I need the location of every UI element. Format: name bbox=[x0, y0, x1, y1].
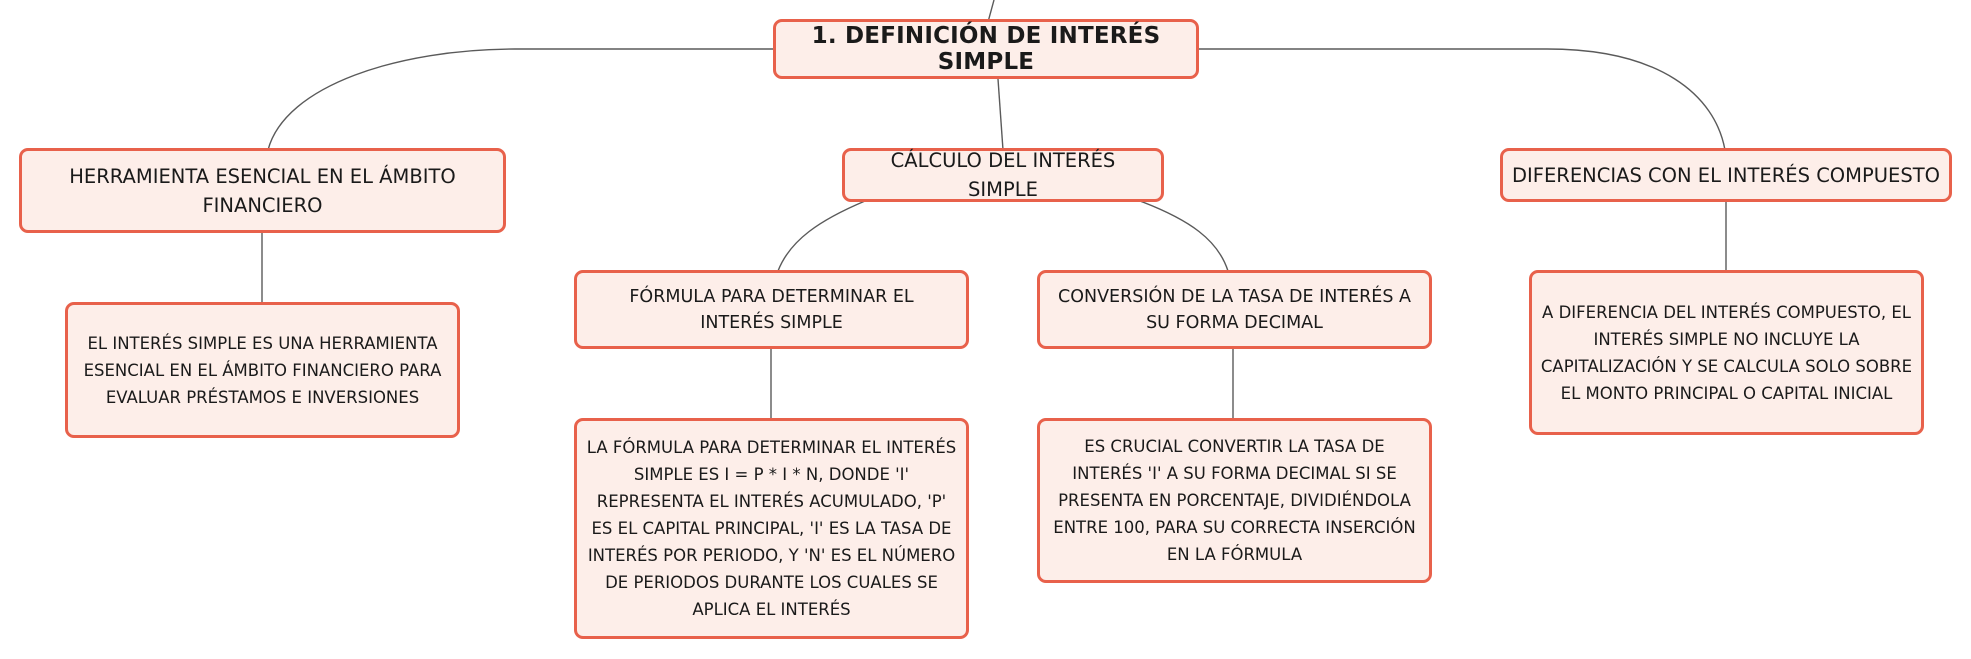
connector-branch-2-conversion bbox=[1139, 200, 1229, 272]
branch-label-calculo: CÁLCULO DEL INTERÉS SIMPLE bbox=[890, 149, 1116, 201]
connector-root-branch-2 bbox=[997, 78, 1004, 151]
subtopic-label-formula: FÓRMULA PARA DETERMINAR EL INTERÉS SIMPL… bbox=[629, 286, 914, 333]
root-topic-label: 1. DEFINICIÓN DE INTERÉS SIMPLE bbox=[811, 23, 1161, 75]
root-topic-node[interactable]: 1. DEFINICIÓN DE INTERÉS SIMPLE bbox=[773, 19, 1199, 79]
connector-branch-2-formula bbox=[777, 200, 866, 272]
detail-node-herramienta[interactable]: EL INTERÉS SIMPLE ES UNA HERRAMIENTA ESE… bbox=[65, 302, 460, 438]
connector-root-branch-1 bbox=[267, 48, 775, 151]
detail-node-diferencias[interactable]: A DIFERENCIA DEL INTERÉS COMPUESTO, EL I… bbox=[1529, 270, 1924, 435]
connector-parent-root bbox=[987, 0, 995, 23]
branch-label-herramienta: HERRAMIENTA ESENCIAL EN EL ÁMBITO FINANC… bbox=[69, 164, 456, 217]
connector-root-branch-3 bbox=[1197, 48, 1726, 151]
detail-label-diferencias: A DIFERENCIA DEL INTERÉS COMPUESTO, EL I… bbox=[1540, 302, 1913, 403]
detail-node-conversion[interactable]: ES CRUCIAL CONVERTIR LA TASA DE INTERÉS … bbox=[1037, 418, 1432, 583]
detail-label-formula: LA FÓRMULA PARA DETERMINAR EL INTERÉS SI… bbox=[586, 438, 957, 619]
subtopic-node-conversion[interactable]: CONVERSIÓN DE LA TASA DE INTERÉS A SU FO… bbox=[1037, 270, 1432, 349]
detail-node-formula[interactable]: LA FÓRMULA PARA DETERMINAR EL INTERÉS SI… bbox=[574, 418, 969, 639]
branch-label-diferencias: DIFERENCIAS CON EL INTERÉS COMPUESTO bbox=[1512, 163, 1940, 187]
detail-label-herramienta: EL INTERÉS SIMPLE ES UNA HERRAMIENTA ESE… bbox=[83, 333, 442, 407]
subtopic-label-conversion: CONVERSIÓN DE LA TASA DE INTERÉS A SU FO… bbox=[1058, 286, 1411, 333]
detail-label-conversion: ES CRUCIAL CONVERTIR LA TASA DE INTERÉS … bbox=[1053, 437, 1416, 564]
branch-node-diferencias[interactable]: DIFERENCIAS CON EL INTERÉS COMPUESTO bbox=[1500, 148, 1952, 202]
subtopic-node-formula[interactable]: FÓRMULA PARA DETERMINAR EL INTERÉS SIMPL… bbox=[574, 270, 969, 349]
branch-node-herramienta[interactable]: HERRAMIENTA ESENCIAL EN EL ÁMBITO FINANC… bbox=[19, 148, 506, 233]
branch-node-calculo[interactable]: CÁLCULO DEL INTERÉS SIMPLE bbox=[842, 148, 1164, 202]
